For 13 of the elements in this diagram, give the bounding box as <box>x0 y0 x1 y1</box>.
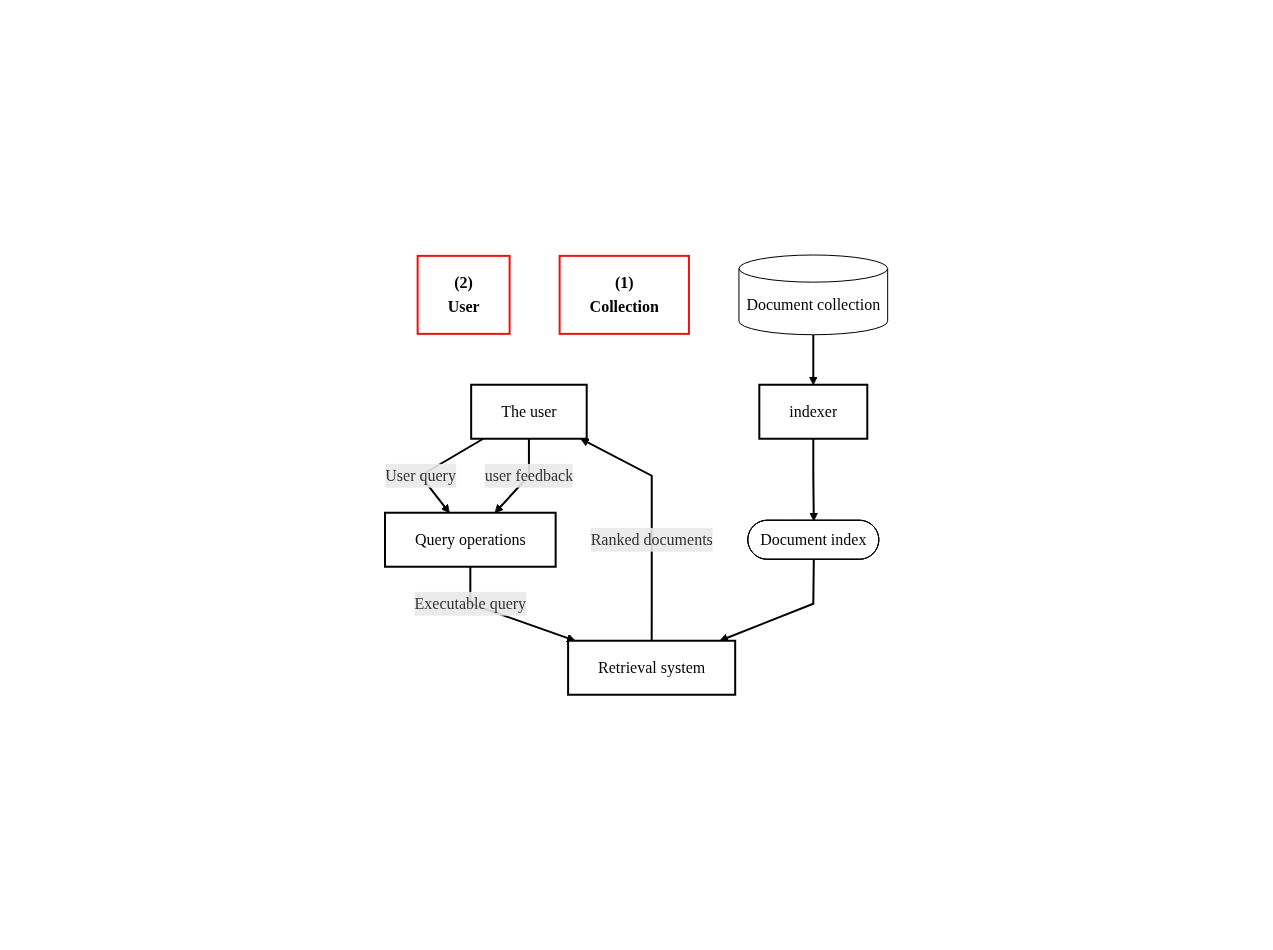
arrow <box>809 333 818 386</box>
node-box: Retrieval system <box>567 639 737 696</box>
node-box: indexer <box>758 383 869 440</box>
node-box: Query operations <box>384 511 557 568</box>
edge-label: Ranked documents <box>590 530 713 548</box>
edge-label: user feedback <box>484 466 574 484</box>
edge-label: Executable query <box>414 594 527 612</box>
arrow <box>580 438 653 642</box>
arrow <box>809 437 819 522</box>
node-box: The user <box>470 383 588 440</box>
edge-label: User query <box>385 466 457 484</box>
node-box: (2) User <box>416 255 511 335</box>
node-box: (1) Collection <box>558 255 691 335</box>
